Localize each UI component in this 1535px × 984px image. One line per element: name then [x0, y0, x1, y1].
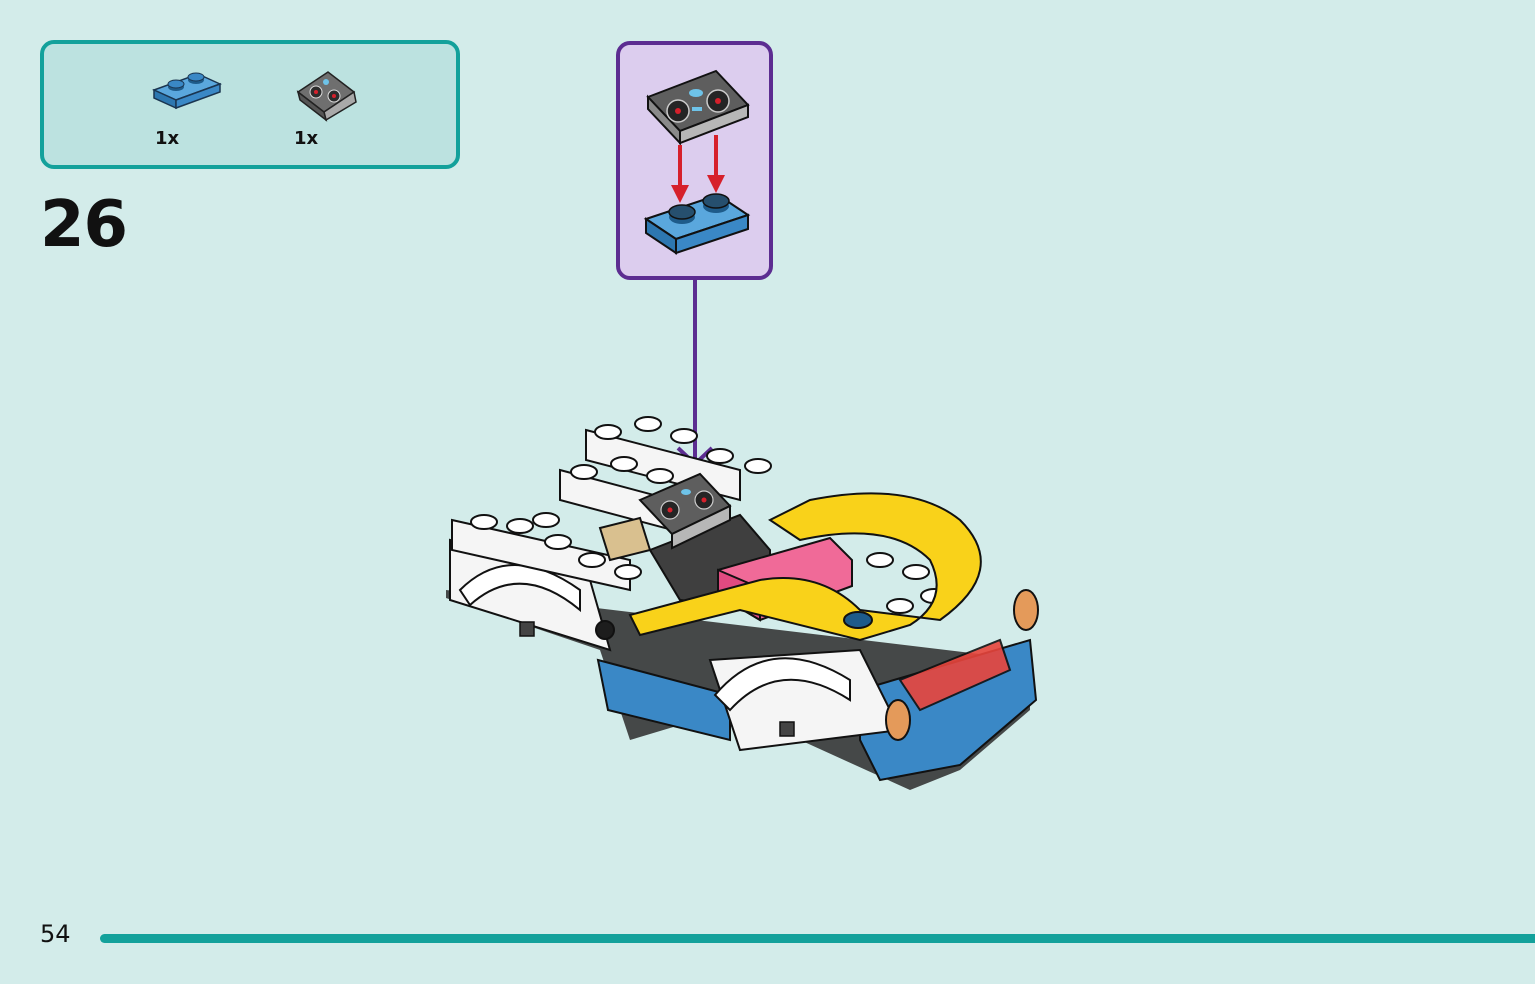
studs [470, 416, 948, 614]
placed-dashboard-piece [638, 472, 732, 550]
car-model-illustration [446, 416, 1039, 790]
step-number: 26 [40, 188, 128, 262]
part-quantity: 1x [294, 128, 319, 149]
page-number: 54 [40, 920, 71, 948]
red-arrows-icon [671, 135, 725, 203]
part-dashboard-slope: 1x [294, 68, 360, 149]
page-bar-divider [100, 934, 1535, 943]
subassembly-illustration [643, 69, 751, 255]
part-quantity: 1x [155, 128, 180, 149]
subassembly-callout [616, 41, 773, 280]
blue-plate-icon [152, 72, 222, 110]
dashboard-slope-piece [646, 69, 750, 146]
part-blue-plate: 1x [150, 68, 224, 149]
blue-plate-piece [643, 193, 751, 255]
parts-list: 1x 1x [40, 40, 460, 169]
dashboard-slope-icon [296, 71, 357, 122]
